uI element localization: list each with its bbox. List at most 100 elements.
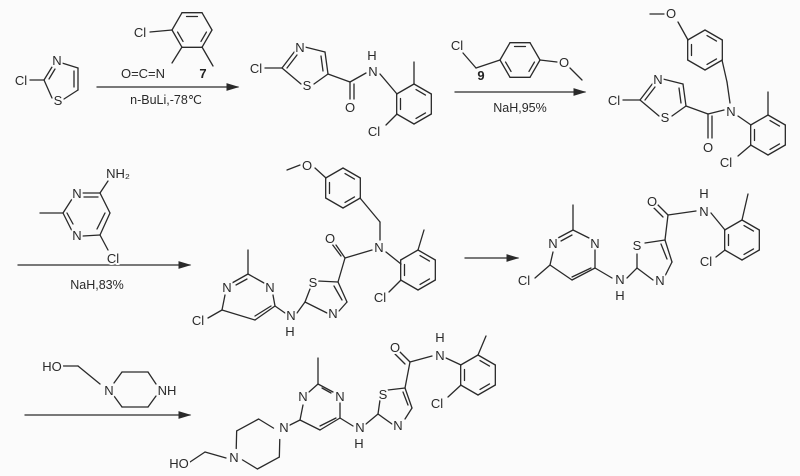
bond — [149, 29, 173, 33]
bond — [317, 280, 339, 283]
double-bond — [528, 61, 536, 73]
double-bond — [419, 254, 431, 262]
double-bond — [344, 172, 356, 180]
double-bond — [743, 248, 755, 256]
bond — [664, 214, 669, 241]
bond — [201, 46, 214, 67]
bond — [304, 301, 328, 314]
double-bond — [504, 61, 512, 73]
double-bond — [415, 112, 427, 120]
thiazole-bond — [313, 73, 329, 85]
bond — [677, 21, 689, 41]
ring-bond — [460, 384, 479, 396]
bond — [539, 59, 558, 63]
bond — [549, 251, 554, 266]
atom-label: N — [435, 348, 444, 363]
bond — [409, 355, 433, 363]
atom-label: Cl — [374, 290, 386, 305]
atom-label: N — [726, 104, 735, 119]
bond — [147, 371, 157, 385]
ring-bond — [325, 167, 344, 179]
bond — [337, 281, 348, 303]
atom-label: N — [222, 280, 231, 295]
bond — [231, 273, 249, 284]
atom-label: N — [374, 240, 383, 255]
double-bond — [769, 143, 781, 151]
bond — [82, 234, 101, 237]
atom-label: H — [435, 330, 444, 345]
atom-label: N — [368, 64, 377, 79]
atom-label: N — [335, 389, 344, 404]
bond — [377, 399, 381, 415]
atom-label: O — [302, 158, 312, 173]
piperazine-bond — [257, 418, 275, 429]
bond — [327, 73, 351, 83]
ring-bond — [750, 144, 769, 156]
bond — [171, 46, 183, 64]
atom-label: N — [653, 72, 662, 87]
atom-label: S — [303, 78, 312, 93]
bond — [557, 229, 574, 239]
ring-bond — [687, 29, 706, 41]
bond — [365, 413, 379, 425]
bond — [737, 115, 752, 126]
atom-label: N — [279, 420, 288, 435]
thiazole-bond — [324, 51, 329, 75]
compound-number-9: 9 — [477, 68, 484, 83]
bond — [66, 212, 74, 225]
atom-label: N — [265, 280, 274, 295]
bond — [63, 89, 79, 100]
bond — [560, 234, 573, 242]
bond — [685, 105, 709, 115]
atom-label: Cl — [451, 38, 463, 53]
double-bond — [176, 31, 184, 43]
bond — [99, 192, 111, 214]
bond — [319, 417, 341, 431]
double-bond — [415, 88, 427, 96]
double-bond — [706, 58, 718, 66]
ring-bond — [413, 83, 432, 95]
double-bond — [769, 119, 781, 127]
atom-label: O — [325, 231, 335, 246]
bond — [43, 79, 53, 99]
bond — [349, 72, 367, 83]
bond — [656, 203, 669, 216]
ring-bond — [460, 354, 479, 366]
bond — [335, 244, 346, 259]
bond — [571, 267, 592, 278]
bond — [404, 361, 411, 389]
bond — [299, 419, 321, 431]
bond — [274, 305, 286, 314]
ring-bond — [400, 249, 419, 261]
atom-label: N — [615, 272, 624, 287]
bond — [394, 353, 406, 365]
atom-label: H — [285, 324, 294, 339]
bond — [43, 66, 53, 81]
double-bond — [706, 34, 718, 42]
bond — [204, 451, 227, 459]
thiazole-bond — [304, 46, 326, 53]
thiazole-bond — [662, 78, 684, 85]
ring-bond — [750, 114, 769, 126]
bond — [207, 309, 223, 319]
atom-label: S — [379, 387, 388, 402]
bond — [344, 249, 373, 259]
atom-label: N — [328, 306, 337, 321]
double-bond — [479, 359, 491, 367]
ring-bond — [741, 249, 760, 261]
atom-label: N — [72, 186, 81, 201]
piperazine-bond — [236, 418, 260, 432]
atom-label: Cl — [250, 61, 262, 76]
bond — [572, 229, 590, 239]
atom-label: S — [661, 110, 670, 125]
reaction-conditions-3: NaH,83% — [70, 278, 124, 292]
atom-label: Cl — [518, 273, 530, 288]
bond — [594, 267, 613, 279]
atom-label: N — [52, 53, 61, 68]
atom-label: N — [548, 236, 557, 251]
atom-label: H — [367, 48, 376, 63]
ring-bond — [499, 42, 511, 61]
bond — [626, 267, 638, 279]
bond — [404, 407, 413, 420]
